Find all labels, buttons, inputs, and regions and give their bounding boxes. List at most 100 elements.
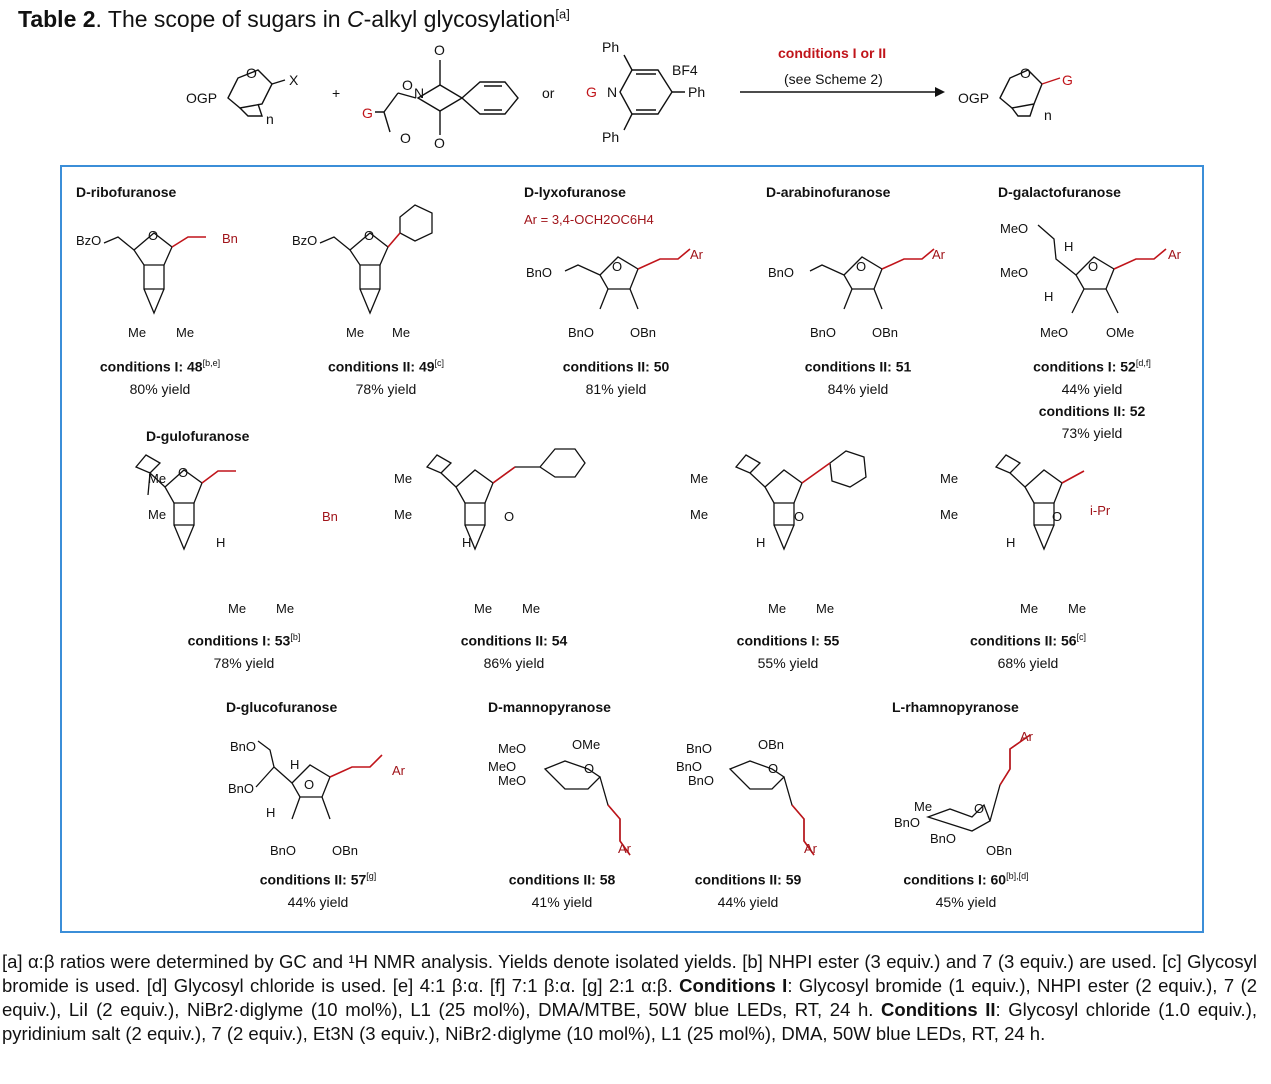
entry-49: conditions II: 49[c] 78% yield	[266, 358, 506, 397]
ester-n: N	[414, 85, 424, 101]
entry-56: conditions II: 56[c] 68% yield	[908, 632, 1148, 671]
r1-bno-3b: BnO	[568, 325, 594, 340]
ester-o3: O	[402, 77, 413, 93]
r2-o-4: O	[1052, 509, 1062, 524]
entry-yield: 44% yield	[717, 893, 779, 910]
entry-yield: 78% yield	[355, 380, 417, 397]
entry-yield: 44% yield	[287, 893, 349, 910]
entry-sup: [g]	[366, 871, 377, 881]
entry-51: conditions II: 51 84% yield	[738, 358, 978, 397]
r2-me-3b: Me	[690, 507, 708, 522]
entry-60: conditions I: 60[b],[d] 45% yield	[846, 871, 1086, 910]
r1-ar-5: Ar	[1168, 247, 1182, 262]
entry-58: conditions II: 58 41% yield	[442, 871, 682, 910]
entry-55: conditions I: 55 55% yield	[668, 632, 908, 671]
entry-sup: [b],[d]	[1006, 871, 1029, 881]
r3-bno-1a: BnO	[230, 739, 256, 754]
entry-sup: [d,f]	[1135, 358, 1151, 368]
product-ogp: OGP	[958, 90, 989, 106]
r2-me-4b: Me	[940, 507, 958, 522]
entry-yield: 86% yield	[483, 654, 545, 671]
r1-h-5a: H	[1064, 239, 1073, 254]
product-n: n	[1044, 107, 1052, 123]
r1-bn-1: Bn	[222, 231, 238, 246]
entry-sup: [c]	[1076, 632, 1087, 642]
pyr-ph-top: Ph	[602, 39, 619, 55]
title-note: [a]	[555, 6, 570, 22]
sugar-lyxo-ar: Ar = 3,4-OCH2OC6H4	[524, 212, 654, 227]
title-text: . The scope of sugars in	[95, 6, 347, 32]
ester-o1: O	[434, 42, 445, 58]
entry-cond: conditions I: 53	[187, 632, 291, 649]
r1-o-2: O	[364, 228, 374, 243]
r1-bno-4: BnO	[768, 265, 794, 280]
r3-o-1: O	[304, 777, 314, 792]
r1-o-1: O	[148, 228, 158, 243]
r3-meo-2a: MeO	[498, 741, 526, 756]
r3-ar-4: Ar	[1020, 729, 1034, 744]
r2-o-3: O	[794, 509, 804, 524]
footnote-cond2-text: : Glycosyl chloride (1.0 equiv.), pyridi…	[2, 999, 1257, 1044]
entry-59: conditions II: 59 44% yield	[628, 871, 868, 910]
sugar-lyxo: D-lyxofuranose	[524, 184, 626, 200]
r1-meo-5c: MeO	[1040, 325, 1068, 340]
r3-bno-1b: BnO	[228, 781, 254, 796]
r3-bno-3c: BnO	[688, 773, 714, 788]
ester-o2: O	[434, 135, 445, 151]
r1-me-1a: Me	[128, 325, 146, 340]
r3-ar-3: Ar	[804, 841, 818, 856]
r3-bno-4a: BnO	[894, 815, 920, 830]
r2-ipr-4: i-Pr	[1090, 503, 1111, 518]
r1-bzo-1: BzO	[76, 233, 101, 248]
r2-me-1d: Me	[276, 601, 294, 616]
r2-me-2c: Me	[474, 601, 492, 616]
reactant-n: n	[266, 111, 274, 127]
footnote-cond1-label: Conditions I	[679, 975, 788, 996]
r3-obn-1: OBn	[332, 843, 358, 858]
r3-ar-1: Ar	[392, 763, 406, 778]
product-o: O	[1020, 65, 1031, 81]
r3-bno-1c: BnO	[270, 843, 296, 858]
r1-meo-5a: MeO	[1000, 221, 1028, 236]
r2-me-4c: Me	[1020, 601, 1038, 616]
r1-me-1b: Me	[176, 325, 194, 340]
ester-o4: O	[400, 130, 411, 146]
r3-h-1b: H	[266, 805, 275, 820]
sugar-gulo: D-gulofuranose	[146, 428, 250, 444]
entry-cond: conditions II: 54	[460, 632, 568, 649]
r3-o-4: O	[974, 801, 984, 816]
reactant-o: O	[246, 65, 257, 81]
entry-cond: conditions II: 56	[969, 632, 1077, 649]
r2-me-4d: Me	[1068, 601, 1086, 616]
entry-yield: 41% yield	[531, 893, 593, 910]
title-italic: C	[347, 6, 364, 32]
table-label: Table 2	[18, 6, 96, 32]
r3-o-2: O	[584, 761, 594, 776]
entry-yield: 84% yield	[827, 380, 889, 397]
entry-54: conditions II: 54 86% yield	[394, 632, 634, 671]
r1-bzo-2: BzO	[292, 233, 317, 248]
or-text: or	[542, 85, 555, 101]
r1-ome-5: OMe	[1106, 325, 1134, 340]
r2-me-2d: Me	[522, 601, 540, 616]
r1-o-4: O	[856, 259, 866, 274]
r2-me-3d: Me	[816, 601, 834, 616]
r3-ome-2: OMe	[572, 737, 600, 752]
footnote-general: [a] α:β ratios were determined by GC and…	[2, 951, 1257, 996]
entry-yield: 68% yield	[997, 654, 1059, 671]
r3-bno-4b: BnO	[930, 831, 956, 846]
entry-yield: 78% yield	[213, 654, 275, 671]
r1-ar-3: Ar	[690, 247, 704, 262]
footnote-cond1-text: : Glycosyl bromide (1 equiv.), NHPI este…	[2, 975, 1258, 1020]
r1-bno-4b: BnO	[810, 325, 836, 340]
entry-cond: conditions II: 58	[508, 871, 616, 888]
reactant-ogp: OGP	[186, 90, 217, 106]
entry-yield: 45% yield	[935, 893, 997, 910]
footnotes: [a] α:β ratios were determined by GC and…	[2, 950, 1257, 1046]
product-g: G	[1062, 72, 1073, 88]
r2-h-2: H	[462, 535, 471, 550]
r2-me-4a: Me	[940, 471, 958, 486]
entry-cond: conditions I: 55	[736, 632, 840, 649]
structures: BzO O Me Me BzO O Me Me BnO O BnO OBn Bn…	[76, 204, 1182, 858]
r2-me-1b: Me	[148, 507, 166, 522]
